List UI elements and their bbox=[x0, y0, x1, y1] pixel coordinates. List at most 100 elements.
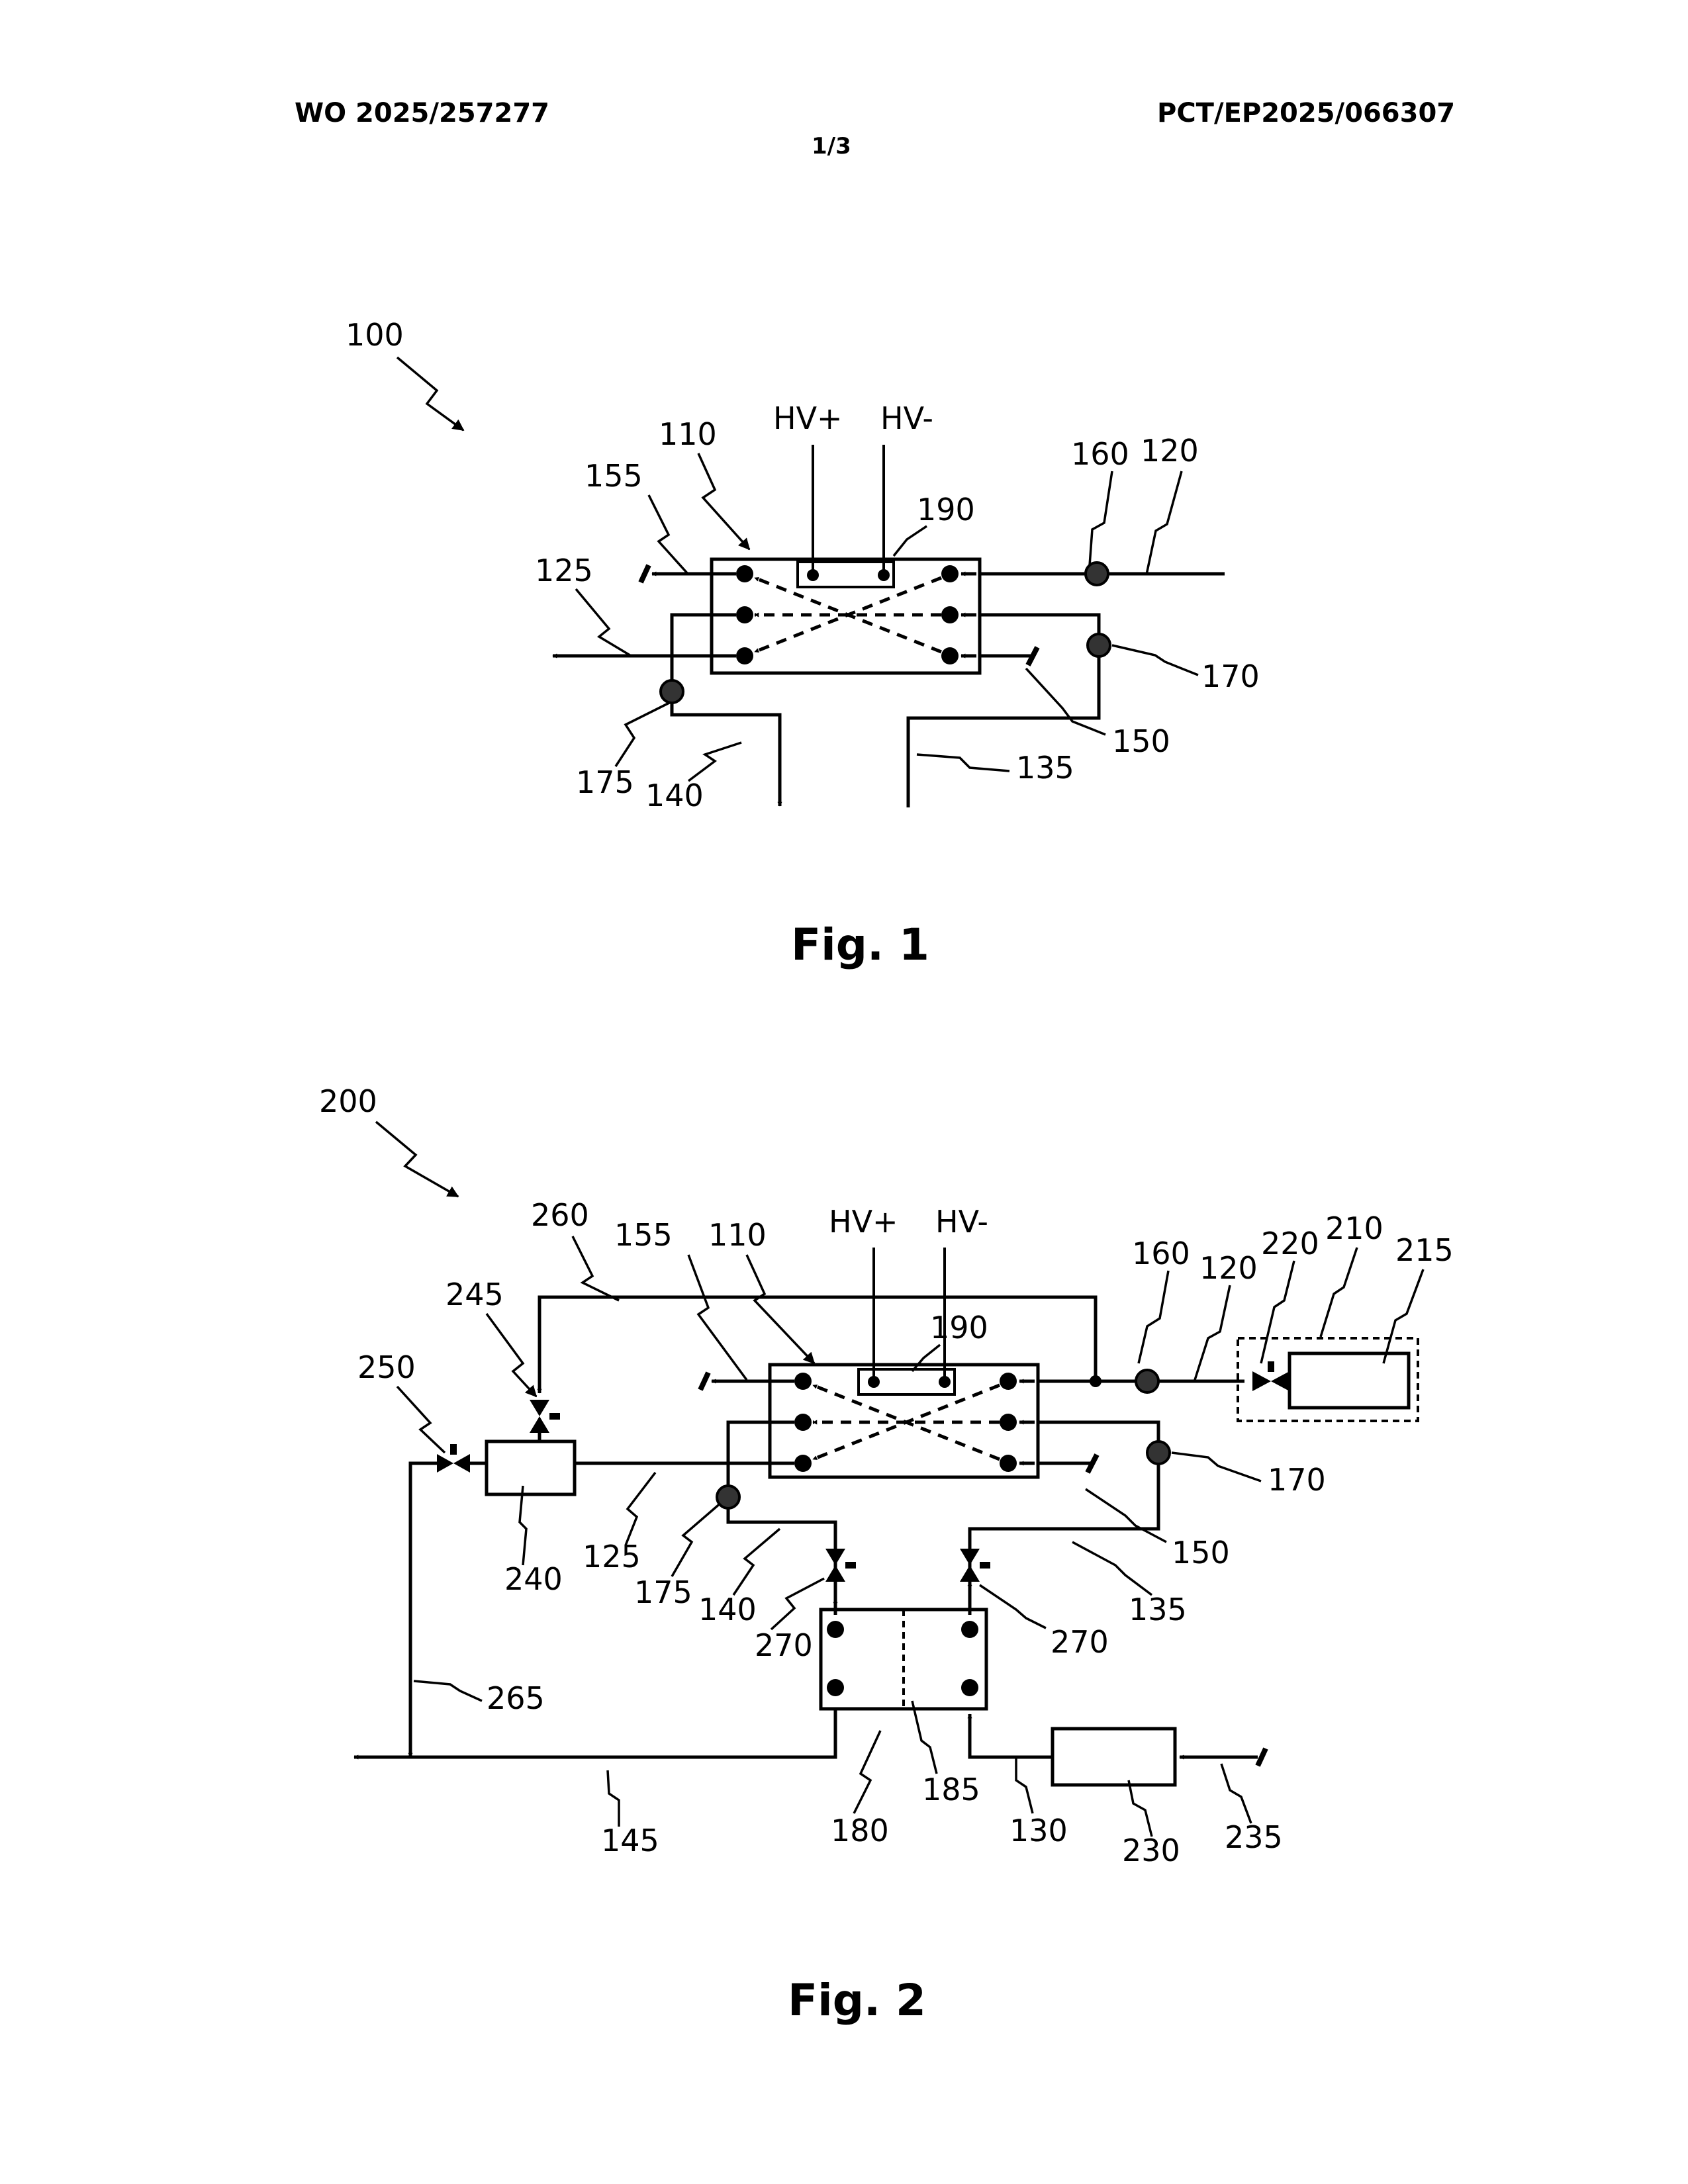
port-right-2 bbox=[941, 606, 959, 623]
leader-240 bbox=[520, 1486, 526, 1565]
leader-200 bbox=[376, 1122, 458, 1197]
port-left-3 bbox=[736, 647, 753, 664]
port-right-1 bbox=[941, 565, 959, 582]
leader-110 bbox=[698, 453, 749, 549]
label-130: 130 bbox=[1009, 1813, 1068, 1848]
leader-185 bbox=[912, 1701, 937, 1774]
label-hv-minus: HV- bbox=[880, 400, 933, 436]
leader-155 bbox=[649, 495, 688, 574]
label-180: 180 bbox=[831, 1813, 889, 1848]
hv-plus-terminal bbox=[807, 569, 819, 581]
label-120: 120 bbox=[1141, 433, 1199, 469]
label-125: 125 bbox=[583, 1539, 641, 1574]
hx-port-1 bbox=[827, 1621, 844, 1638]
leader-125 bbox=[626, 1473, 655, 1545]
sensor-175 bbox=[661, 680, 683, 703]
label-220: 220 bbox=[1261, 1226, 1319, 1261]
label-100: 100 bbox=[346, 317, 404, 353]
port-left-2 bbox=[794, 1414, 812, 1431]
label-230: 230 bbox=[1122, 1833, 1180, 1868]
label-200: 200 bbox=[319, 1083, 377, 1119]
leader-245 bbox=[487, 1314, 536, 1396]
leader-215 bbox=[1383, 1269, 1423, 1363]
leader-160 bbox=[1089, 471, 1112, 574]
label-145: 145 bbox=[601, 1823, 659, 1858]
sensor-160 bbox=[1136, 1370, 1158, 1392]
hv-plus-terminal bbox=[868, 1376, 880, 1388]
cut-mark-155 bbox=[700, 1373, 708, 1390]
leader-190 bbox=[912, 1345, 940, 1371]
sensor-170 bbox=[1088, 634, 1110, 657]
hx-port-2 bbox=[961, 1621, 978, 1638]
label-140: 140 bbox=[698, 1592, 757, 1627]
leader-260 bbox=[573, 1236, 619, 1300]
label-170: 170 bbox=[1268, 1462, 1326, 1498]
label-265: 265 bbox=[487, 1680, 545, 1716]
label-140: 140 bbox=[645, 778, 704, 813]
label-135: 135 bbox=[1016, 750, 1074, 786]
leader-130 bbox=[1016, 1757, 1033, 1813]
line-130 bbox=[970, 1714, 1053, 1757]
label-260: 260 bbox=[531, 1197, 589, 1233]
label-235: 235 bbox=[1225, 1819, 1283, 1855]
leader-125 bbox=[576, 589, 632, 657]
label-175: 175 bbox=[634, 1574, 692, 1610]
hx-port-4 bbox=[961, 1679, 978, 1696]
leader-140 bbox=[733, 1529, 780, 1595]
label-160: 160 bbox=[1132, 1236, 1190, 1271]
label-125: 125 bbox=[535, 553, 593, 588]
leader-270-left bbox=[771, 1578, 824, 1629]
sensor-160 bbox=[1086, 563, 1108, 585]
port-left-3 bbox=[794, 1455, 812, 1472]
port-right-3 bbox=[941, 647, 959, 664]
leader-160 bbox=[1139, 1271, 1168, 1363]
label-155: 155 bbox=[614, 1217, 673, 1253]
line-140 bbox=[728, 1422, 835, 1615]
leader-135 bbox=[917, 754, 1009, 771]
figure-1-caption: Fig. 1 bbox=[791, 919, 929, 970]
label-hv-plus: HV+ bbox=[829, 1204, 898, 1240]
hv-minus-terminal bbox=[878, 569, 890, 581]
leader-170 bbox=[1172, 1453, 1261, 1481]
label-hv-minus: HV- bbox=[935, 1204, 988, 1240]
leader-155 bbox=[688, 1255, 747, 1380]
line-265 bbox=[410, 1463, 437, 1757]
label-150: 150 bbox=[1112, 723, 1170, 759]
line-135 bbox=[970, 1422, 1158, 1615]
line-145 bbox=[354, 1709, 835, 1757]
label-190: 190 bbox=[930, 1310, 988, 1345]
label-270-right: 270 bbox=[1051, 1624, 1109, 1660]
leader-135 bbox=[1072, 1542, 1152, 1595]
leader-265 bbox=[414, 1681, 482, 1701]
hv-minus-terminal bbox=[939, 1376, 951, 1388]
label-240: 240 bbox=[504, 1561, 563, 1597]
label-120: 120 bbox=[1199, 1250, 1258, 1286]
leader-235 bbox=[1221, 1764, 1251, 1823]
cut-mark-235 bbox=[1258, 1749, 1266, 1766]
leader-175 bbox=[672, 1502, 722, 1576]
label-160: 160 bbox=[1071, 436, 1129, 472]
leader-220 bbox=[1261, 1261, 1294, 1363]
label-190: 190 bbox=[917, 492, 975, 527]
valve-270-right bbox=[960, 1549, 990, 1582]
leader-170 bbox=[1112, 645, 1198, 675]
label-110: 110 bbox=[659, 416, 717, 452]
figure-2-caption: Fig. 2 bbox=[788, 1975, 926, 2026]
valve-245 bbox=[530, 1400, 560, 1433]
label-155: 155 bbox=[585, 458, 643, 494]
leader-270-right bbox=[980, 1585, 1046, 1628]
leader-210 bbox=[1321, 1248, 1357, 1337]
sensor-170 bbox=[1147, 1441, 1170, 1464]
leader-120 bbox=[1147, 471, 1182, 574]
sensor-175 bbox=[717, 1486, 739, 1508]
label-150: 150 bbox=[1172, 1535, 1230, 1570]
label-185: 185 bbox=[922, 1772, 980, 1807]
leader-120 bbox=[1195, 1285, 1230, 1380]
label-135: 135 bbox=[1129, 1592, 1187, 1627]
leader-140 bbox=[688, 743, 741, 781]
component-240 bbox=[487, 1441, 575, 1494]
leader-230 bbox=[1129, 1780, 1152, 1837]
leader-150 bbox=[1086, 1489, 1166, 1542]
label-215: 215 bbox=[1395, 1232, 1454, 1268]
